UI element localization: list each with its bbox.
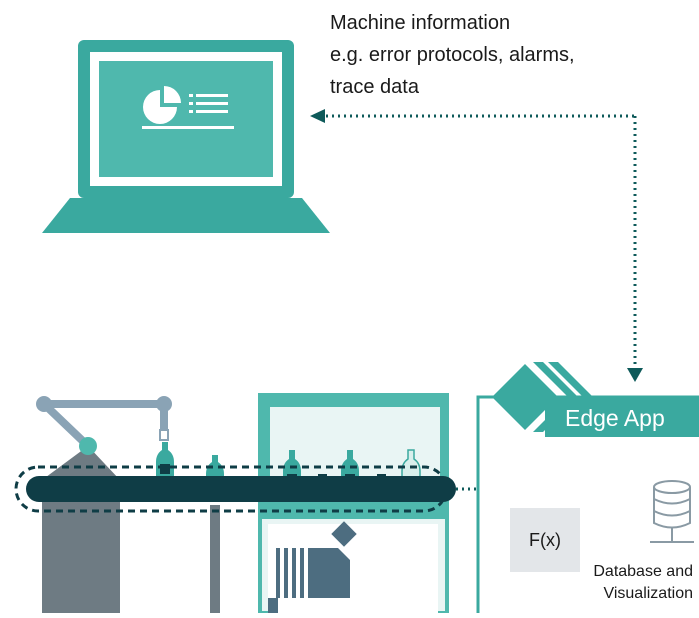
- data-connector: [310, 109, 643, 382]
- list-icon: [189, 94, 228, 113]
- chart-baseline: [142, 126, 234, 129]
- arrowhead-down-icon: [627, 368, 643, 382]
- database-label-line2: Visualization: [603, 585, 693, 602]
- filling-machine: [258, 393, 449, 613]
- pie-chart-icon: [143, 86, 181, 124]
- database-icon: [650, 480, 694, 543]
- machine-info-example-cont: trace data: [330, 76, 419, 98]
- function-box: F(x): [510, 508, 580, 572]
- bottle-icon: [156, 442, 174, 484]
- edge-chevrons-icon: [492, 362, 593, 432]
- robot: [36, 396, 220, 613]
- arrowhead-left-icon: [310, 109, 325, 123]
- conveyor: [14, 465, 502, 513]
- edge-app-box: [476, 362, 699, 618]
- edge-app-title: Edge App: [565, 405, 665, 431]
- machine-info-example: e.g. error protocols, alarms,: [330, 44, 575, 66]
- laptop-icon: [42, 40, 330, 233]
- control-panel-icon: [276, 521, 357, 598]
- database-label-line1: Database and: [593, 563, 693, 580]
- machine-info-title: Machine information: [330, 12, 511, 34]
